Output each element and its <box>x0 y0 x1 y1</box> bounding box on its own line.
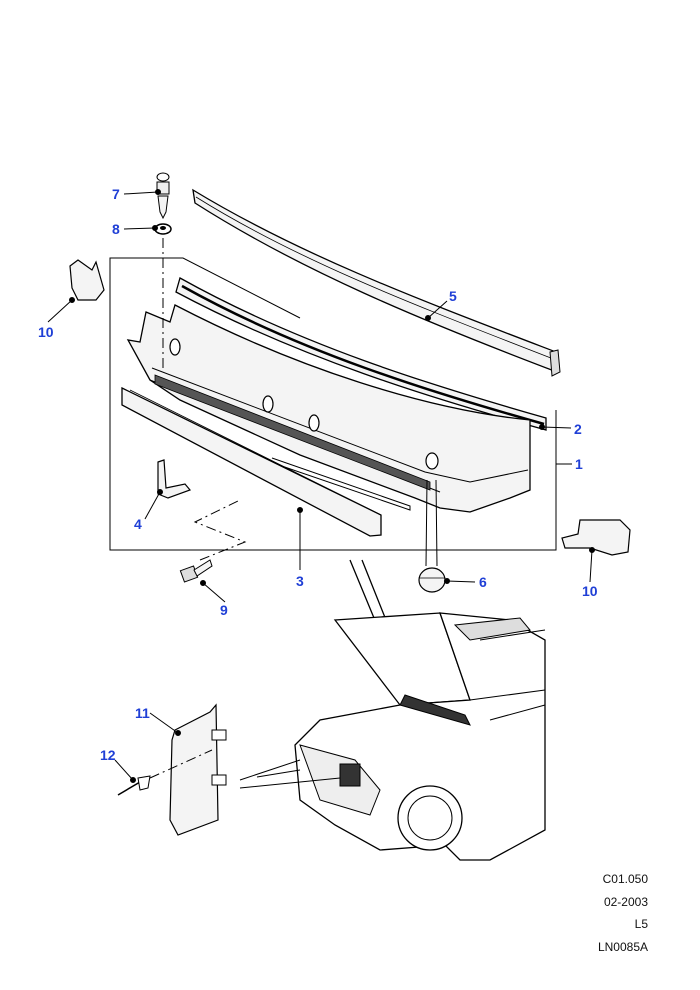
leader-lines <box>47 189 595 783</box>
callout-5: 5 <box>449 288 457 304</box>
callout-1: 1 <box>575 456 583 472</box>
callout-8: 8 <box>112 221 120 237</box>
part-7-screw <box>156 172 170 220</box>
callout-12: 12 <box>100 747 116 763</box>
bolt-axis-line <box>193 499 247 561</box>
vehicle-locator-illustration <box>239 559 546 861</box>
callout-4: 4 <box>134 516 142 532</box>
panel-axis-line <box>149 749 213 779</box>
callout-11: 11 <box>135 705 150 721</box>
part-12-rivet <box>117 775 151 796</box>
drawing-number: LN0085A <box>597 939 648 954</box>
part-1-cowl-panel <box>126 304 531 513</box>
assembly-bracket-frame <box>109 257 557 551</box>
callout-7: 7 <box>112 186 120 202</box>
callout-2: 2 <box>574 421 582 437</box>
callout-10-left: 10 <box>38 324 54 340</box>
callout-labels: 7 8 10 5 2 1 4 3 6 9 10 11 12 <box>38 186 598 763</box>
diagram-reference-code: C01.050 <box>602 872 648 886</box>
callout-6: 6 <box>479 574 487 590</box>
part-5-seal-strip <box>192 188 561 377</box>
part-2-finisher <box>175 277 547 431</box>
part-3-lower-seal <box>121 386 382 537</box>
callout-9: 9 <box>220 602 228 618</box>
part-11-side-panel <box>169 703 227 836</box>
diagram-level: L5 <box>634 917 648 931</box>
diagram-date: 02-2003 <box>603 894 648 909</box>
callout-3: 3 <box>296 573 304 589</box>
callout-10-right: 10 <box>582 583 598 599</box>
part-6-plug <box>418 479 446 593</box>
part-10-bracket-left <box>69 259 105 301</box>
part-9-bolt <box>179 559 213 583</box>
drawing-reference-block: C01.050 02-2003 L5 LN0085A <box>598 868 648 958</box>
part-10-bracket-right <box>561 519 631 556</box>
